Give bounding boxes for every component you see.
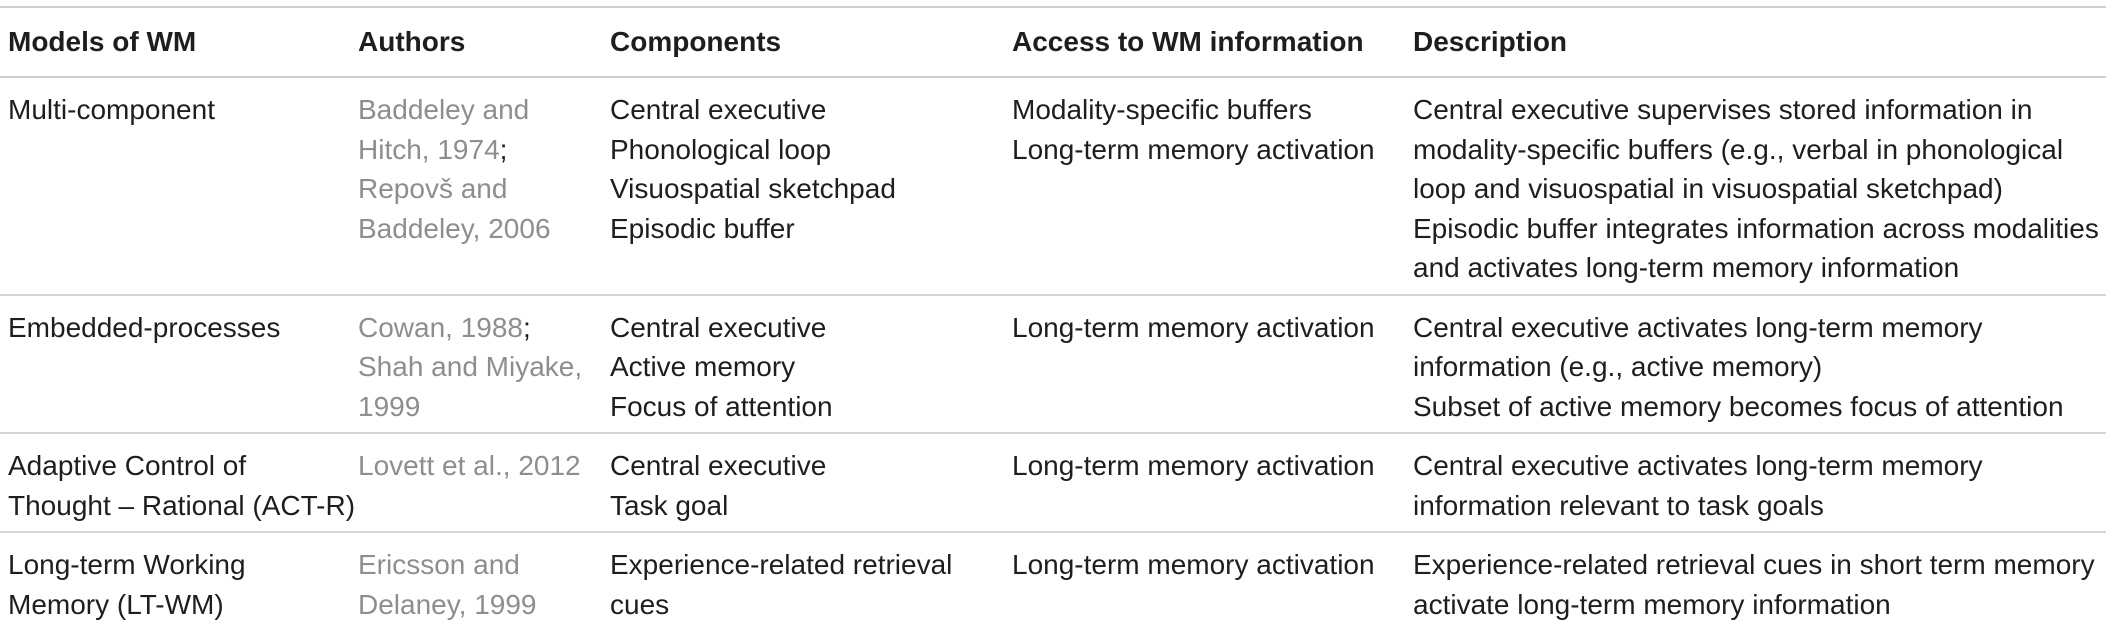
model-name-line: Memory (LT-WM): [8, 588, 224, 620]
authors-cell: Cowan, 1988;Shah and Miyake,1999: [350, 295, 602, 434]
description-line: Central executive activates long-term me…: [1413, 450, 1983, 481]
model-name-line: Multi-component: [8, 94, 215, 125]
model-cell: Adaptive Control of Thought – Rational (A…: [0, 433, 356, 532]
header-description: Description: [1413, 26, 1568, 57]
description-cell: Experience-related retrieval cues in sho…: [1405, 532, 2106, 630]
description-line: Central executive activates long-term me…: [1413, 311, 1983, 343]
authors-cell: Lovett et al., 2012: [350, 433, 602, 532]
access-line: Long-term memory activation: [1012, 549, 1375, 580]
component-line: Experience-related retrieval: [610, 549, 953, 580]
component-line: Central executive: [610, 311, 827, 343]
component-line: cues: [610, 588, 670, 620]
components-cell: Experience-related retrieval cues: [602, 532, 1004, 630]
description-line: activate long-term memory information: [1413, 588, 1891, 620]
author-text: Delaney, 1999: [358, 588, 537, 620]
author-line: Hitch, 1974;: [358, 130, 602, 170]
description-cell: Central executive activates long-term me…: [1405, 433, 2106, 532]
component-line: Phonological loop: [610, 133, 832, 165]
table-header: Models of WM Authors Components Access t…: [0, 7, 2106, 77]
description-cell: Central executive activates long-term me…: [1405, 295, 2106, 434]
access-line: Long-term memory activation: [1012, 133, 1375, 165]
author-text: Repovš and: [358, 173, 508, 204]
model-cell: Multi-component: [0, 77, 350, 295]
model-name-line: Embedded-processes: [8, 311, 281, 343]
access-line: Long-term memory activation: [1012, 311, 1375, 343]
description-line: information (e.g., active memory): [1413, 351, 1823, 382]
description-cell: Central executive supervises stored info…: [1405, 77, 2106, 295]
model-cell: Embedded-processes: [0, 295, 350, 434]
author-text: Ericsson and: [358, 549, 520, 580]
model-name-line: Adaptive Control of: [8, 450, 247, 481]
component-line: Focus of attention: [610, 390, 833, 422]
table-row: Adaptive Control of Thought – Rational (A…: [0, 433, 2106, 532]
access-cell: Long-term memory activation: [1004, 532, 1405, 630]
author-line: Delaney, 1999: [358, 585, 602, 625]
description-line: and activates long-term memory informati…: [1413, 252, 1960, 283]
author-line: Lovett et al., 2012: [358, 446, 602, 486]
component-line: Central executive: [610, 450, 827, 481]
header-models: Models of WM: [8, 26, 197, 57]
description-line: modality-specific buffers (e.g., verbal …: [1413, 133, 2064, 165]
component-line: Central executive: [610, 94, 827, 125]
description-line: Central executive supervises stored info…: [1413, 94, 2033, 125]
model-name-line: Long-term Working: [8, 549, 246, 580]
component-line: Task goal: [610, 489, 729, 521]
author-line: Baddeley, 2006: [358, 209, 602, 249]
author-text: Baddeley and: [358, 94, 530, 125]
component-line: Visuospatial sketchpad: [610, 173, 896, 204]
author-text: Lovett et al., 2012: [358, 450, 581, 481]
description-line: Experience-related retrieval cues in sho…: [1413, 549, 2095, 580]
author-line: 1999: [358, 387, 602, 427]
model-name-line: Thought – Rational (ACT-R): [8, 489, 356, 521]
description-line: information relevant to task goals: [1413, 489, 1824, 521]
author-text: Hitch, 1974: [358, 133, 500, 165]
header-access: Access to WM information: [1012, 26, 1364, 57]
header-components: Components: [610, 26, 782, 57]
access-line: Modality-specific buffers: [1012, 94, 1312, 125]
author-separator: ;: [523, 311, 531, 343]
author-text: 1999: [358, 390, 421, 422]
header-row: Models of WM Authors Components Access t…: [0, 7, 2106, 77]
description-line: Episodic buffer integrates information a…: [1413, 212, 2099, 244]
author-text: Shah and Miyake,: [358, 351, 583, 382]
access-cell: Long-term memory activation: [1004, 433, 1405, 532]
author-line: Baddeley and: [358, 90, 602, 130]
access-cell: Long-term memory activation: [1004, 295, 1405, 434]
description-line: Subset of active memory becomes focus of…: [1413, 390, 2064, 422]
author-separator: ;: [499, 133, 508, 165]
author-text: Baddeley, 2006: [358, 212, 551, 244]
component-line: Episodic buffer: [610, 212, 795, 244]
access-line: Long-term memory activation: [1012, 450, 1375, 481]
description-line: loop and visuospatial in visuospatial sk…: [1413, 173, 2003, 204]
author-line: Shah and Miyake,: [358, 347, 602, 387]
author-text: Cowan, 1988: [358, 311, 524, 343]
component-line: Active memory: [610, 351, 796, 382]
wm-models-table: Models of WM Authors Components Access t…: [0, 6, 2106, 630]
author-line: Repovš and: [358, 169, 602, 209]
author-line: Ericsson and: [358, 545, 602, 585]
header-authors: Authors: [358, 26, 466, 57]
author-line: Cowan, 1988;: [358, 308, 602, 348]
